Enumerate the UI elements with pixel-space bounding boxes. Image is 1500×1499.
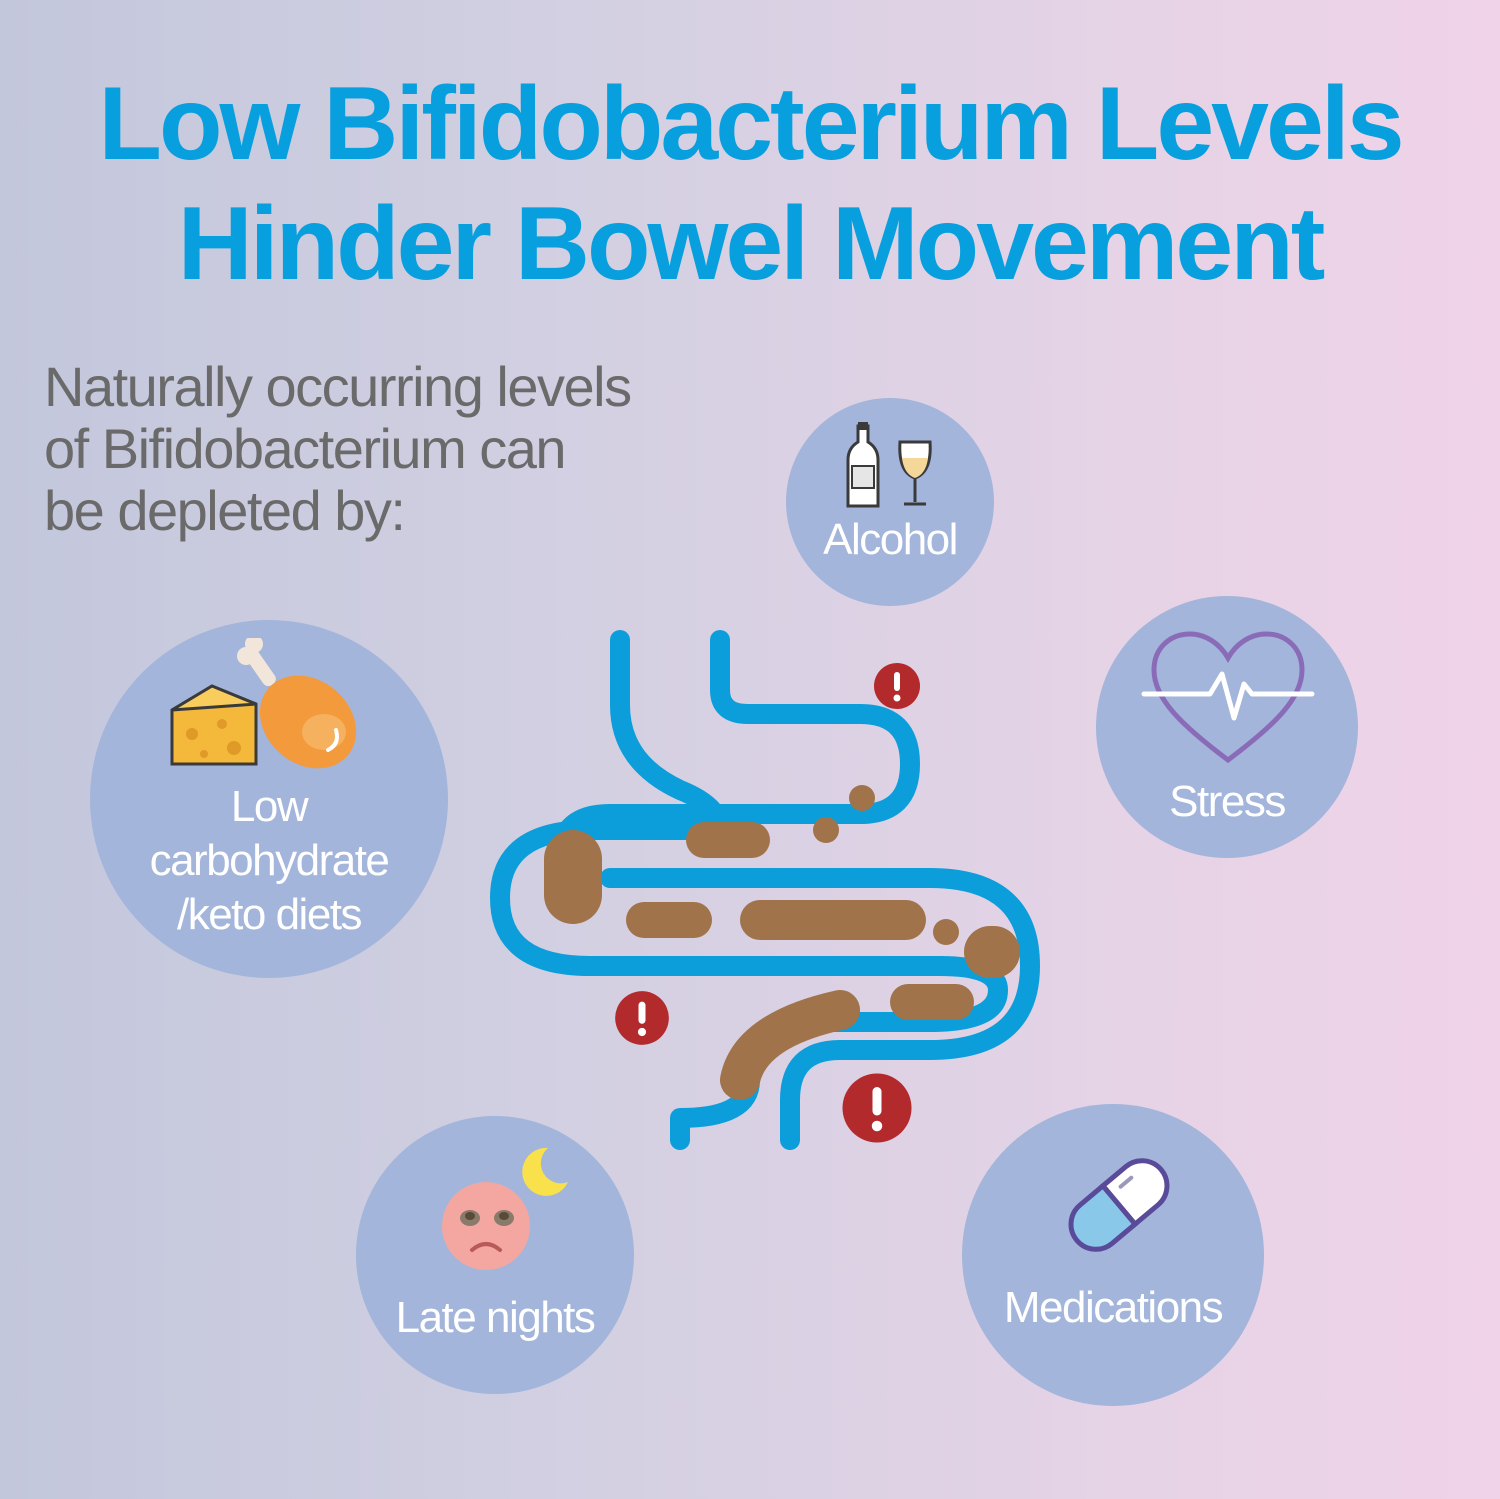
- title-line-1: Low Bifidobacterium Levels: [98, 66, 1404, 182]
- cheese-and-chicken-leg-icon: [170, 638, 357, 769]
- alert-icon: [842, 1073, 912, 1143]
- page-title: Low Bifidobacterium Levels Hinder Bowel …: [0, 64, 1500, 304]
- alert-icon: [874, 663, 920, 709]
- late-nights-label: Late nights: [395, 1293, 596, 1342]
- late-nights-bubble: Late nights: [356, 1116, 634, 1394]
- alcohol-label: Alcohol: [823, 515, 958, 564]
- intestine-illustration: [490, 630, 1040, 1150]
- tired-face-with-moon-icon: [442, 1147, 568, 1270]
- stress-label: Stress: [1169, 777, 1286, 826]
- intro-line-1: Naturally occurring levels: [44, 355, 632, 418]
- intro-text: Naturally occurring levels of Bifidobact…: [44, 356, 724, 542]
- alcohol-bubble: Alcohol: [786, 398, 994, 606]
- intro-line-2: of Bifidobacterium can: [44, 417, 567, 480]
- medications-bubble: Medications: [962, 1104, 1264, 1406]
- pill-capsule-icon: [1068, 1158, 1170, 1252]
- wine-bottle-and-glass-icon: [846, 422, 932, 508]
- alert-icon: [615, 991, 669, 1045]
- title-line-2: Hinder Bowel Movement: [177, 186, 1326, 302]
- diet-label-line-2: carbohydrate: [149, 836, 390, 885]
- stool-shapes: [544, 785, 1020, 1100]
- stress-bubble: Stress: [1096, 596, 1358, 858]
- diet-bubble: Low carbohydrate /keto diets: [90, 620, 448, 978]
- heartbeat-icon: [1141, 631, 1315, 764]
- diet-label: Low carbohydrate /keto diets: [90, 780, 448, 942]
- medications-label: Medications: [1003, 1283, 1224, 1332]
- intro-line-3: be depleted by:: [44, 479, 406, 542]
- diet-label-line-1: Low: [230, 782, 309, 831]
- diet-label-line-3: /keto diets: [176, 890, 363, 939]
